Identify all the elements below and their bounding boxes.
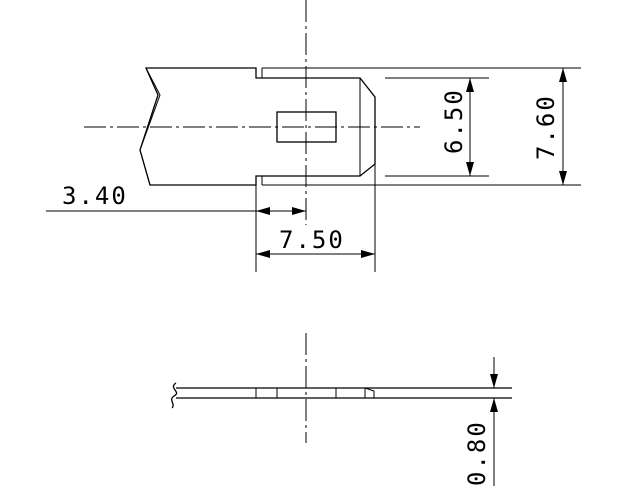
dim-650-label: 6.50 <box>440 88 468 154</box>
dim-760-arrow-bottom <box>559 171 567 185</box>
dim-080-arrow-bottom <box>490 398 498 412</box>
dim-760-arrow-top <box>559 68 567 82</box>
dim-080-arrow-top <box>490 374 498 388</box>
seg-chamfer <box>364 387 375 398</box>
side-view: 0.80 <box>171 333 512 486</box>
dim-750-label: 7.50 <box>279 226 345 254</box>
dim-760-label: 7.60 <box>532 94 560 160</box>
dim-750-arrow-right <box>361 250 375 258</box>
slot-hole <box>276 111 337 143</box>
dim-340-arrow-right <box>292 207 306 215</box>
dim-750-arrow-left <box>256 250 270 258</box>
dim-650-arrow-bottom <box>466 162 474 176</box>
plate-break-line <box>171 382 178 409</box>
break-line <box>139 67 161 186</box>
dim-340-arrow-left <box>256 207 270 215</box>
top-view: 6.50 7.60 3.40 7.50 <box>46 0 581 272</box>
dim-080-label: 0.80 <box>463 420 491 486</box>
dim-340-label: 3.40 <box>62 182 128 210</box>
dim-650-arrow-top <box>466 78 474 92</box>
